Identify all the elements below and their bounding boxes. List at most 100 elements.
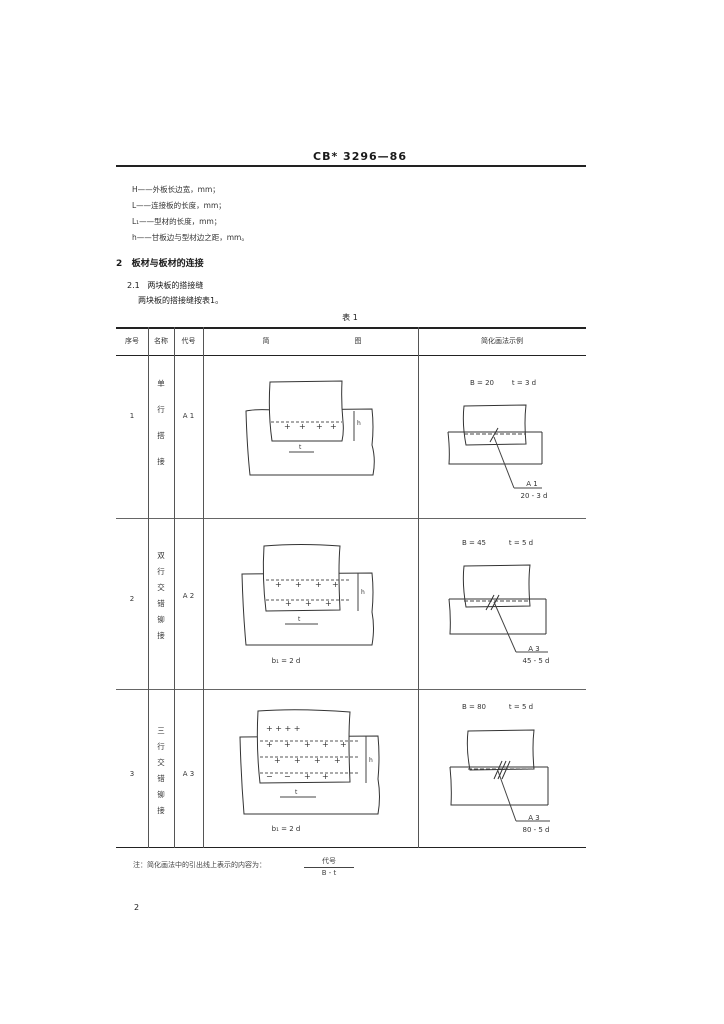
row-name-char: 错 xyxy=(157,599,165,608)
simplified-code-label: A 3 xyxy=(528,814,540,822)
dim-label-t: t xyxy=(299,444,302,451)
table-caption: 表 1 xyxy=(342,313,358,322)
table-bottom-rule xyxy=(116,847,586,848)
table-header-rule xyxy=(116,355,586,356)
row-name-char: 错 xyxy=(157,774,165,783)
svg-text:+: + xyxy=(266,740,273,749)
symbol-def-h: H——外板长边宽，mm； xyxy=(132,185,220,194)
table-top-rule xyxy=(116,327,586,329)
svg-text:+: + xyxy=(304,772,311,781)
svg-text:+: + xyxy=(330,422,337,431)
simplified-diagram xyxy=(448,564,548,653)
section-number: 2 xyxy=(116,259,123,269)
svg-text:+: + xyxy=(315,580,322,589)
header-name: 名称 xyxy=(154,337,168,345)
simplified-bottom-label: 45 - 5 d xyxy=(522,657,550,665)
header-simplified: 简化画法示例 xyxy=(481,337,523,345)
row-name-char: 交 xyxy=(157,758,165,767)
subsection-heading: 2.1 两块板的搭接缝 xyxy=(127,280,203,291)
diagram-single-row-lap: + + + + h t xyxy=(245,380,375,476)
row-name-char: 铆 xyxy=(157,790,165,799)
svg-text:+: + xyxy=(322,772,329,781)
header-rule xyxy=(116,165,586,167)
simplified-code-label: A 3 xyxy=(528,645,540,653)
standard-code: CB* 3296—86 xyxy=(313,150,407,163)
page-number: 2 xyxy=(134,903,140,912)
simplified-t-label: t = 5 d xyxy=(508,539,534,547)
note-denominator: B - t xyxy=(321,869,337,877)
svg-text:−: − xyxy=(266,772,273,781)
row-name-char: 铆 xyxy=(157,615,165,624)
diagram-double-row-lap: ++++ +++ h t xyxy=(241,544,374,646)
row-name-char: 行 xyxy=(157,405,165,414)
svg-text:+: + xyxy=(274,756,281,765)
svg-text:+ + + +: + + + + xyxy=(266,724,300,733)
row-code: A 3 xyxy=(182,770,195,778)
svg-text:+: + xyxy=(275,580,282,589)
diagram-note: b₁ = 2 d xyxy=(271,657,301,665)
note-numerator: 代号 xyxy=(322,857,336,865)
note-fraction: 代号 B - t xyxy=(304,856,354,877)
simplified-t-label: t = 3 d xyxy=(511,379,537,387)
svg-text:+: + xyxy=(285,599,292,608)
row-name-char: 行 xyxy=(157,742,165,751)
row-divider xyxy=(116,689,586,690)
subsection-title: 两块板的搭接缝 xyxy=(147,281,204,290)
dim-label-t: t xyxy=(298,616,301,623)
simplified-diagram xyxy=(449,729,550,822)
svg-text:+: + xyxy=(314,756,321,765)
row-name-char: 接 xyxy=(157,806,165,815)
svg-text:+: + xyxy=(334,756,341,765)
header-code: 代号 xyxy=(181,337,196,345)
simplified-bottom-label: 80 - 5 d xyxy=(522,826,550,834)
row-index: 2 xyxy=(129,595,135,603)
svg-text:+: + xyxy=(305,599,312,608)
col-divider xyxy=(174,327,175,848)
col-divider xyxy=(203,327,204,848)
svg-text:+: + xyxy=(316,422,323,431)
fraction-bar xyxy=(304,867,354,868)
row-name-char: 接 xyxy=(157,631,165,640)
col-divider xyxy=(418,327,419,848)
dim-label-h: h xyxy=(369,757,373,764)
svg-text:+: + xyxy=(332,580,339,589)
row-code: A 1 xyxy=(182,412,195,420)
diagram-triple-row-lap: + + + + +++++ ++++ −−++ h t xyxy=(239,709,380,815)
table-note: 注：简化画法中的引出线上表示的内容为： xyxy=(133,861,266,869)
simplified-b-label: B = 20 xyxy=(469,379,495,387)
row-name-char: 接 xyxy=(157,457,165,466)
row-name-char: 三 xyxy=(157,726,165,735)
svg-text:+: + xyxy=(295,580,302,589)
simplified-bottom-label: 20 - 3 d xyxy=(520,492,548,500)
row-name-char: 行 xyxy=(157,567,165,576)
simplified-t-label: t = 5 d xyxy=(508,703,534,711)
simplified-b-label: B = 45 xyxy=(461,539,487,547)
subsection-desc: 两块板的搭接缝按表1。 xyxy=(138,296,224,305)
dim-label-t: t xyxy=(295,789,298,796)
dim-label-h: h xyxy=(357,420,361,427)
svg-text:+: + xyxy=(304,740,311,749)
svg-text:+: + xyxy=(294,756,301,765)
section-title: 板材与板材的连接 xyxy=(131,259,204,269)
symbol-def-l1: L₁——型材的长度，mm； xyxy=(132,217,222,226)
svg-text:+: + xyxy=(340,740,347,749)
row-name-char: 搭 xyxy=(157,431,165,440)
diagram-note: b₁ = 2 d xyxy=(271,825,301,833)
col-divider xyxy=(148,327,149,848)
svg-text:+: + xyxy=(299,422,306,431)
svg-text:+: + xyxy=(284,422,291,431)
simplified-b-label: B = 80 xyxy=(461,703,487,711)
svg-text:+: + xyxy=(325,599,332,608)
row-name-char: 单 xyxy=(157,379,165,388)
section-heading: 2 板材与板材的连接 xyxy=(116,256,204,269)
subsection-number: 2.1 xyxy=(127,281,140,290)
row-divider xyxy=(116,518,586,519)
row-name-char: 交 xyxy=(157,583,165,592)
simplified-code-label: A 1 xyxy=(526,480,538,488)
header-diagram-left: 简 xyxy=(262,337,270,345)
header-index: 序号 xyxy=(125,337,139,345)
lap-joint-table: 序号 名称 代号 简 图 简化画法示例 1 单 行 搭 接 A 1 ++++ h… xyxy=(116,327,586,848)
svg-text:−: − xyxy=(284,772,291,781)
simplified-diagram xyxy=(447,404,543,489)
row-index: 1 xyxy=(129,412,135,420)
